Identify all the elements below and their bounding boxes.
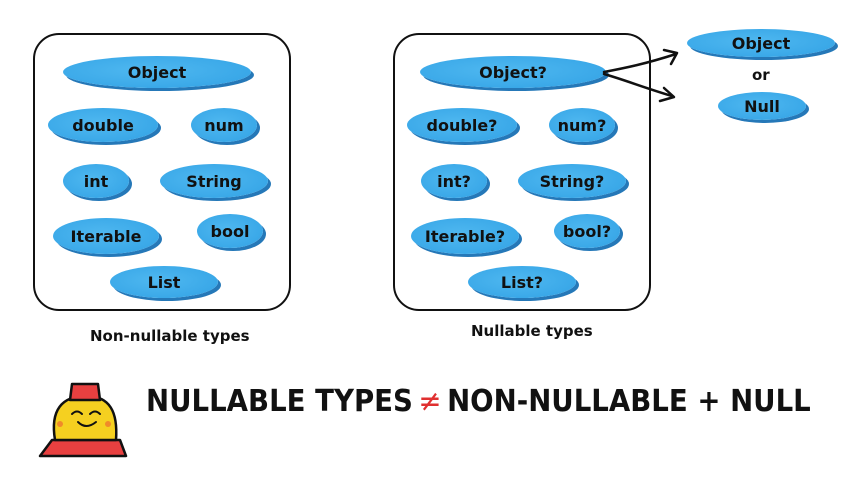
headline-right: NON-NULLABLE + NULL bbox=[447, 384, 811, 419]
expansion-object-pill: Object bbox=[687, 29, 835, 57]
mascot-base bbox=[38, 438, 128, 458]
type-pill-double: double bbox=[48, 108, 158, 142]
arrow-to-object bbox=[602, 52, 678, 74]
mascot-eye-left bbox=[71, 410, 83, 415]
headline-left: NULLABLE TYPES bbox=[146, 384, 413, 419]
expansion-null-pill: Null bbox=[718, 92, 806, 120]
arrowhead-to-object bbox=[662, 48, 679, 66]
type-pill-string-nullable: String? bbox=[518, 164, 626, 198]
type-pill-int-nullable: int? bbox=[421, 164, 487, 198]
non-nullable-caption: Non-nullable types bbox=[90, 327, 250, 345]
type-pill-list-nullable: List? bbox=[468, 266, 576, 298]
headline: NULLABLE TYPES≠NON-NULLABLE + NULL bbox=[146, 384, 811, 419]
type-pill-double-nullable: double? bbox=[407, 108, 517, 142]
mascot-cheek-left bbox=[57, 421, 63, 427]
type-pill-object-nullable: Object? bbox=[420, 56, 606, 88]
mascot-hat bbox=[68, 382, 102, 402]
not-equal-symbol: ≠ bbox=[418, 384, 442, 419]
type-pill-iterable-nullable: Iterable? bbox=[411, 218, 519, 254]
type-pill-string: String bbox=[160, 164, 268, 198]
type-pill-list: List bbox=[110, 266, 218, 298]
type-pill-num: num bbox=[191, 108, 257, 142]
type-pill-bool-nullable: bool? bbox=[554, 214, 620, 248]
expansion-or-label: or bbox=[752, 66, 770, 84]
arrow-to-null bbox=[602, 72, 674, 98]
mascot-eye-right bbox=[89, 410, 101, 415]
type-pill-num-nullable: num? bbox=[549, 108, 615, 142]
type-pill-object: Object bbox=[63, 56, 251, 88]
type-pill-iterable: Iterable bbox=[53, 218, 159, 254]
mascot-body bbox=[52, 394, 118, 442]
mascot-smile bbox=[77, 421, 97, 427]
arrowhead-to-null bbox=[658, 86, 676, 103]
type-pill-int: int bbox=[63, 164, 129, 198]
mascot-cheek-right bbox=[105, 421, 111, 427]
nullable-caption: Nullable types bbox=[471, 322, 593, 340]
type-pill-bool: bool bbox=[197, 214, 263, 248]
